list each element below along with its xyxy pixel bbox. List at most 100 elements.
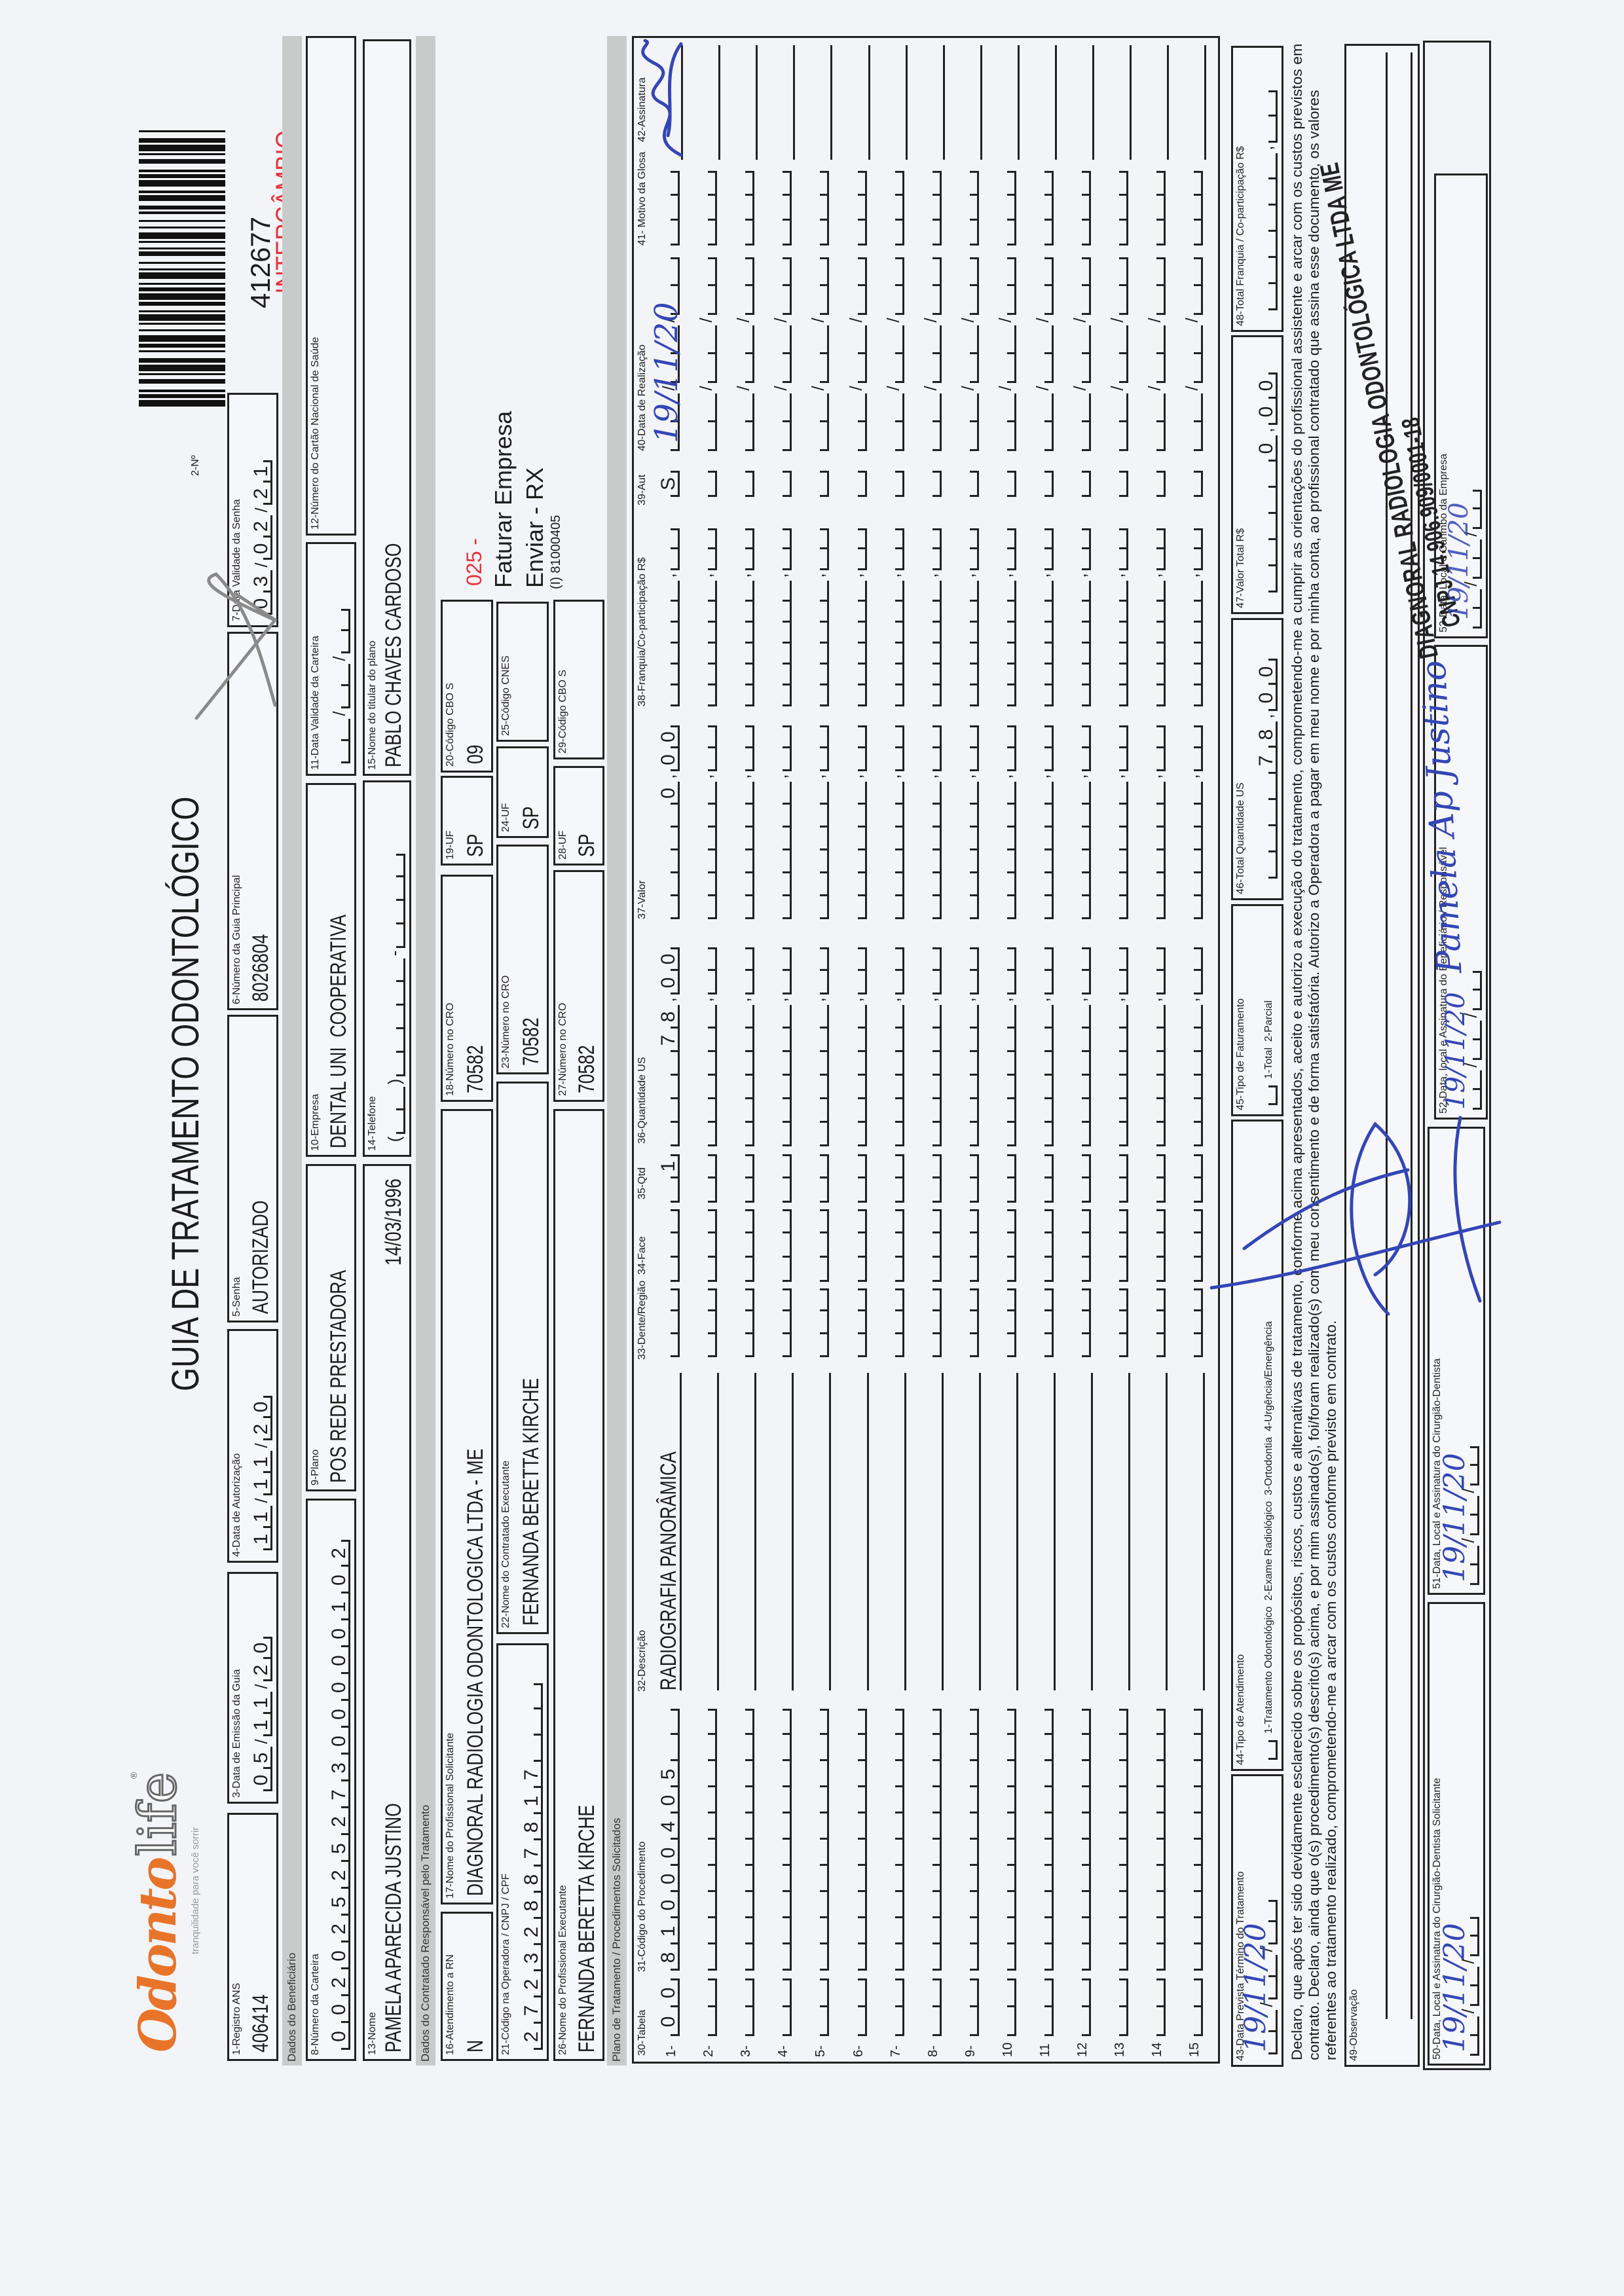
- comb-cell: [1181, 1233, 1204, 1258]
- cell-assinatura: [1069, 45, 1095, 160]
- comb-cell: [807, 782, 830, 805]
- comb-cell: [769, 1052, 792, 1076]
- comb-cell: [993, 257, 1016, 286]
- comb-cell: [881, 354, 904, 383]
- comb-cell: [919, 602, 942, 623]
- cell-qtd: [769, 1154, 792, 1203]
- comb-cell: [383, 877, 405, 901]
- comb-cell: [732, 1866, 755, 1892]
- cell-franquia: ,: [1106, 528, 1129, 706]
- comb-cell: 2: [521, 2024, 543, 2050]
- barcode-bar: [139, 335, 225, 342]
- cell-franquia: ,: [1031, 528, 1054, 706]
- comb-cell: [1106, 257, 1129, 286]
- comb-cell: [881, 2007, 904, 2036]
- cell-aut: S: [657, 471, 680, 497]
- comb-cell: [732, 748, 755, 771]
- comb-cell: [1031, 971, 1054, 994]
- comb-cell: 1: [250, 1528, 272, 1550]
- cell-descricao: [768, 1373, 794, 1690]
- cell-data: //: [993, 257, 1016, 451]
- cell-tabela: [919, 1978, 942, 2036]
- comb-cell: [1181, 1178, 1204, 1203]
- comb-separator: /: [1033, 386, 1052, 391]
- comb-cell: [769, 1099, 792, 1123]
- comb-separator: /: [251, 1498, 271, 1503]
- cell-franquia: ,: [956, 528, 979, 706]
- comb-cell: [732, 685, 755, 706]
- col-header-descricao: 32-Descrição: [637, 1630, 648, 1692]
- comb-cell: [695, 1761, 718, 1787]
- comb-cell: [956, 1813, 979, 1840]
- comb-cell: 7: [521, 1840, 543, 1867]
- comb-cell: [1143, 748, 1166, 771]
- cell-descricao: [955, 1373, 981, 1690]
- comb-cell: [1069, 325, 1092, 354]
- field-label: 1-Registro ANS: [231, 1982, 242, 2055]
- comb-cell: [993, 1052, 1016, 1076]
- cell-dente: [1106, 1288, 1129, 1357]
- comb-separator: /: [733, 318, 754, 323]
- note-code: 025 -: [462, 538, 486, 586]
- comb-cell: [919, 1866, 942, 1892]
- cell-glosa: [769, 171, 792, 246]
- comb-cell: [1031, 644, 1054, 665]
- comb-cell: [1031, 581, 1054, 602]
- comb-cell: [919, 873, 942, 896]
- comb-cell: [1069, 1813, 1092, 1840]
- comb-cell: [1106, 1288, 1129, 1311]
- comb-cell: [919, 393, 942, 422]
- comb-cell: [695, 528, 718, 549]
- comb-cell: [919, 1076, 942, 1099]
- comb-cell: [732, 1334, 755, 1357]
- comb-cell: [1106, 1123, 1129, 1146]
- cell-qtd: [807, 1154, 830, 1203]
- comb-cell: [881, 1005, 904, 1029]
- cell-data: //: [1106, 257, 1129, 451]
- comb-cell: [1106, 422, 1129, 451]
- comb-cell: [1106, 354, 1129, 383]
- section-band-contratado: Dados do Contratado Responsável pelo Tra…: [416, 36, 435, 2066]
- comb-cell: [1181, 748, 1204, 771]
- comb-cell: [1143, 805, 1166, 828]
- comb-cell: [521, 1683, 543, 1709]
- comb-cell: [1069, 1076, 1092, 1099]
- comb-cell: [1106, 1005, 1129, 1029]
- comb-cell: [1255, 1085, 1278, 1105]
- comb-cell: [328, 609, 350, 631]
- comb-cell: [1106, 805, 1129, 828]
- cell-valor: ,: [732, 725, 755, 919]
- cell-valor: ,: [956, 725, 979, 919]
- cell-descricao: [992, 1373, 1018, 1690]
- comb-cell: [1069, 1005, 1092, 1029]
- cell-face: [1181, 1209, 1204, 1282]
- cell-descricao: [843, 1373, 869, 1690]
- cell-dente: [695, 1288, 718, 1357]
- comb-cell: [769, 1813, 792, 1840]
- comb-cell: [1181, 1099, 1204, 1123]
- observacao-rule: [1411, 52, 1412, 2019]
- comb-cell: [383, 982, 405, 1006]
- comb-cell: [993, 782, 1016, 805]
- comb-cell: 8: [521, 1893, 543, 1919]
- comb-cell: [657, 549, 680, 570]
- section-title: Dados do Beneficiário: [286, 1952, 298, 2062]
- tipo-faturamento-input[interactable]: [1255, 1085, 1278, 1105]
- comb-cell: [919, 1029, 942, 1052]
- comb-cell: [732, 1918, 755, 1944]
- comb-cell: [881, 1233, 904, 1258]
- comb-separator: ,: [920, 774, 940, 779]
- cell-data: //: [732, 257, 755, 451]
- comb-cell: [844, 581, 867, 602]
- tipo-atendimento-input[interactable]: [1255, 1740, 1278, 1760]
- comb-cell: 8: [657, 1005, 680, 1029]
- comb-cell: [881, 1311, 904, 1334]
- cell-codigo: [881, 1709, 904, 1971]
- barcode-bar: [139, 350, 225, 352]
- field-label: 47-Valor Total R$: [1235, 528, 1246, 608]
- cell-codigo: [1069, 1709, 1092, 1971]
- comb-cell: [695, 1052, 718, 1076]
- comb-cell: [844, 1813, 867, 1840]
- comb-cell: [919, 1892, 942, 1918]
